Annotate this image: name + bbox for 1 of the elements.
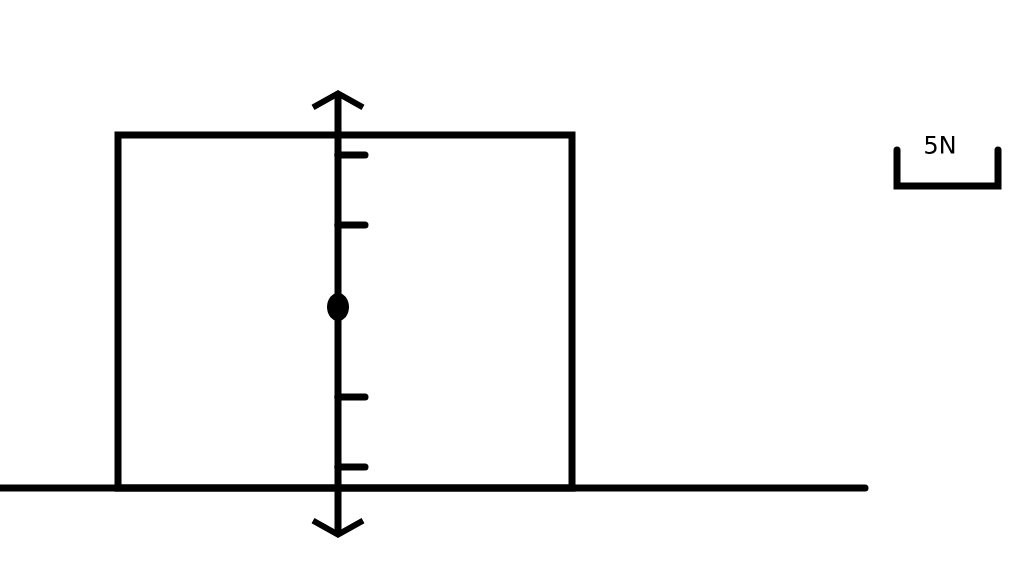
scale-label: 5N <box>925 136 955 154</box>
